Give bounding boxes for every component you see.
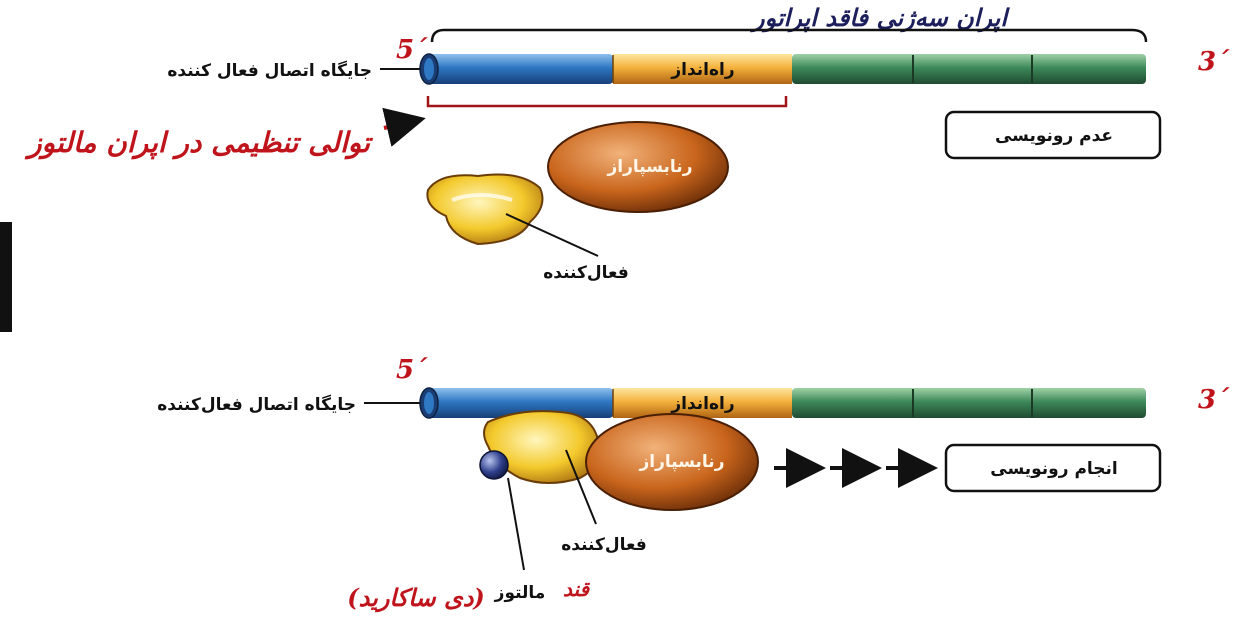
maltose-molecule [480, 451, 508, 479]
three-prime-label-top: 3´ [1198, 47, 1230, 77]
status-label-top: عدم رونویسی [995, 126, 1113, 146]
dna-end-cap-inner-top [424, 58, 434, 80]
gene-region-bottom [792, 388, 1146, 418]
dna-strand-top [420, 54, 1146, 84]
binding-site-label-top: جایگاه اتصال فعال کننده [167, 60, 372, 81]
maltose-prefix: قند [563, 577, 591, 601]
gene-region-top [792, 54, 1146, 84]
promoter-label-bottom: راه‌انداز [670, 394, 734, 414]
top-panel: اپران سه‌ژنی فاقد اپراتور 5´ 3´ راه‌اندا… [0, 3, 1230, 332]
activator-label-top: فعال‌کننده [543, 263, 628, 283]
three-prime-label-bottom: 3´ [1198, 385, 1230, 415]
polymerase-label-top: رنابسپاراز [607, 157, 693, 177]
edge-mark [0, 222, 12, 332]
status-label-bottom: انجام رونویسی [990, 459, 1118, 479]
activator-leader-top [506, 214, 598, 256]
promoter-label-top: راه‌انداز [670, 60, 734, 80]
maltose-leader [508, 478, 524, 570]
binding-site-region-top [428, 54, 613, 84]
maltose-note: (دی ساکارید) [347, 583, 485, 613]
polymerase-label-bottom: رنابسپاراز [639, 452, 725, 472]
activator-protein-top [427, 175, 542, 245]
maltose-label: مالتوز [494, 583, 546, 603]
bottom-panel: 5´ 3´ راه‌انداز جایگاه اتصال فعال‌کننده … [157, 355, 1230, 613]
handwritten-operon-title: اپران سه‌ژنی فاقد اپراتور [749, 3, 1010, 33]
regulatory-bracket [428, 96, 786, 106]
five-prime-label-bottom: 5´ [396, 355, 428, 385]
regulatory-arrow [384, 120, 418, 128]
regulatory-note: توالی تنظیمی در اپران مالتوز [24, 126, 373, 160]
activator-label-bottom: فعال‌کننده [561, 535, 646, 555]
dna-end-cap-inner-bottom [424, 392, 434, 414]
binding-site-label-bottom: جایگاه اتصال فعال‌کننده [157, 394, 356, 415]
